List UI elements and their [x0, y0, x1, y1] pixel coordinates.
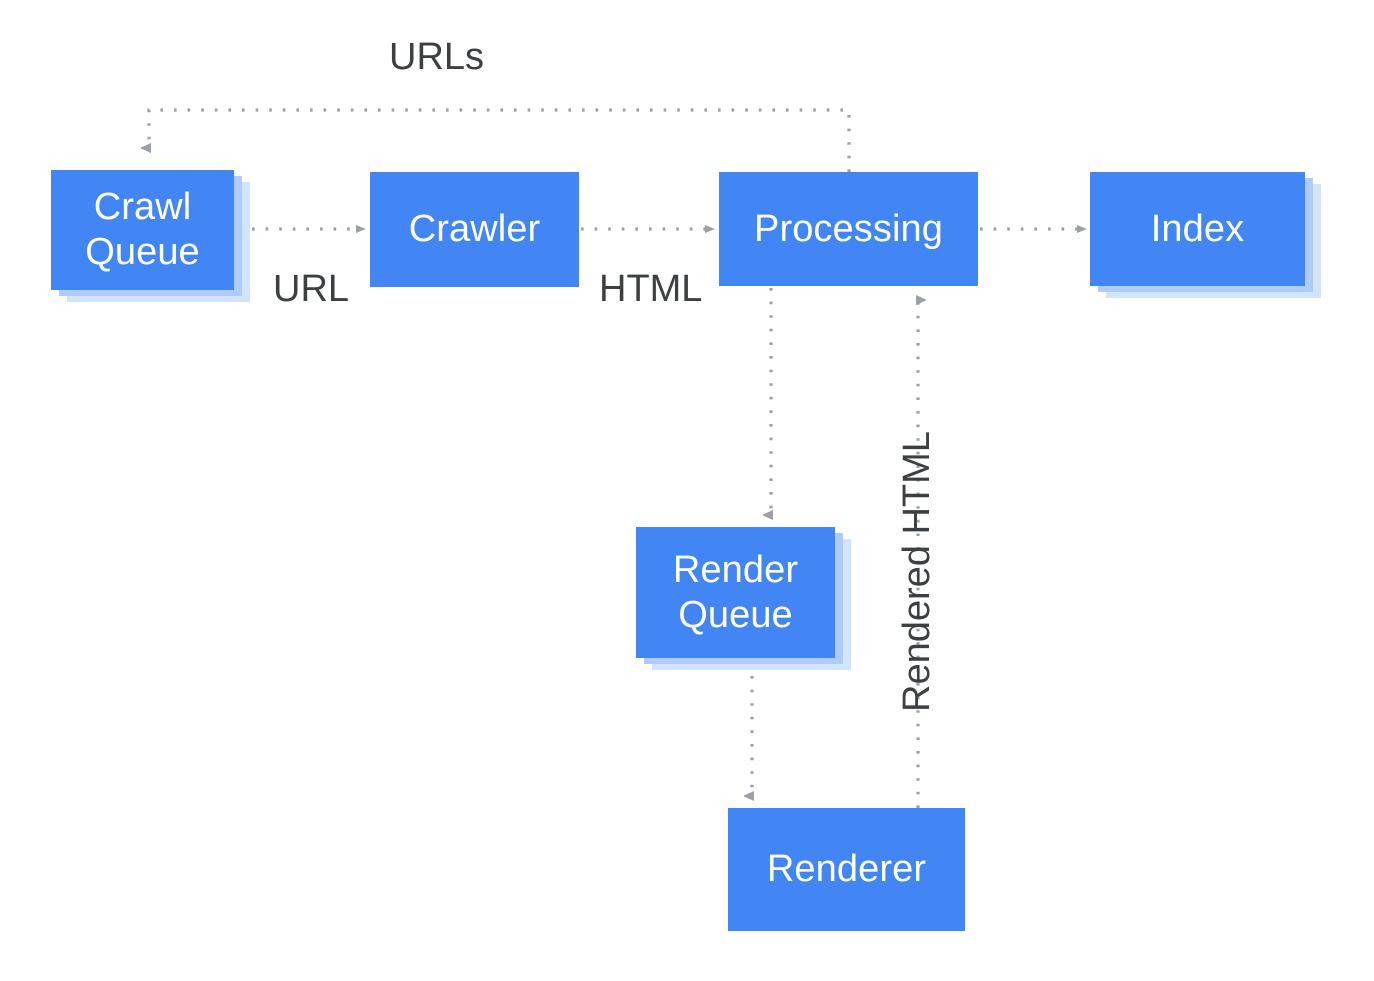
node-render-queue-label-line1: Render	[672, 548, 799, 591]
node-index-label: Index	[1150, 207, 1245, 250]
edge-label-url: URL	[273, 268, 350, 310]
edge-label-rendered-html: Rendered HTML	[896, 431, 938, 712]
node-crawl-queue-label-line2: Queue	[85, 231, 200, 273]
node-renderer[interactable]: Renderer	[728, 808, 965, 931]
node-processing-label: Processing	[754, 207, 943, 250]
node-render-queue-label: Render Queue	[673, 548, 798, 638]
node-renderer-label: Renderer	[766, 848, 927, 891]
edge-label-html: HTML	[599, 268, 703, 310]
node-crawl-queue[interactable]: Crawl Queue	[51, 170, 234, 290]
node-crawler-label: Crawler	[408, 208, 541, 251]
node-crawler[interactable]: Crawler	[370, 172, 579, 287]
node-index[interactable]: Index	[1090, 172, 1305, 286]
node-render-queue-label-line2: Queue	[678, 593, 793, 636]
node-render-queue[interactable]: Render Queue	[636, 527, 835, 658]
node-crawl-queue-label: Crawl Queue	[85, 185, 200, 275]
node-crawl-queue-label-line1: Crawl	[93, 186, 192, 229]
edge-label-urls: URLs	[389, 36, 485, 78]
node-processing[interactable]: Processing	[719, 172, 978, 286]
edge-urls-feedback	[149, 108, 851, 172]
